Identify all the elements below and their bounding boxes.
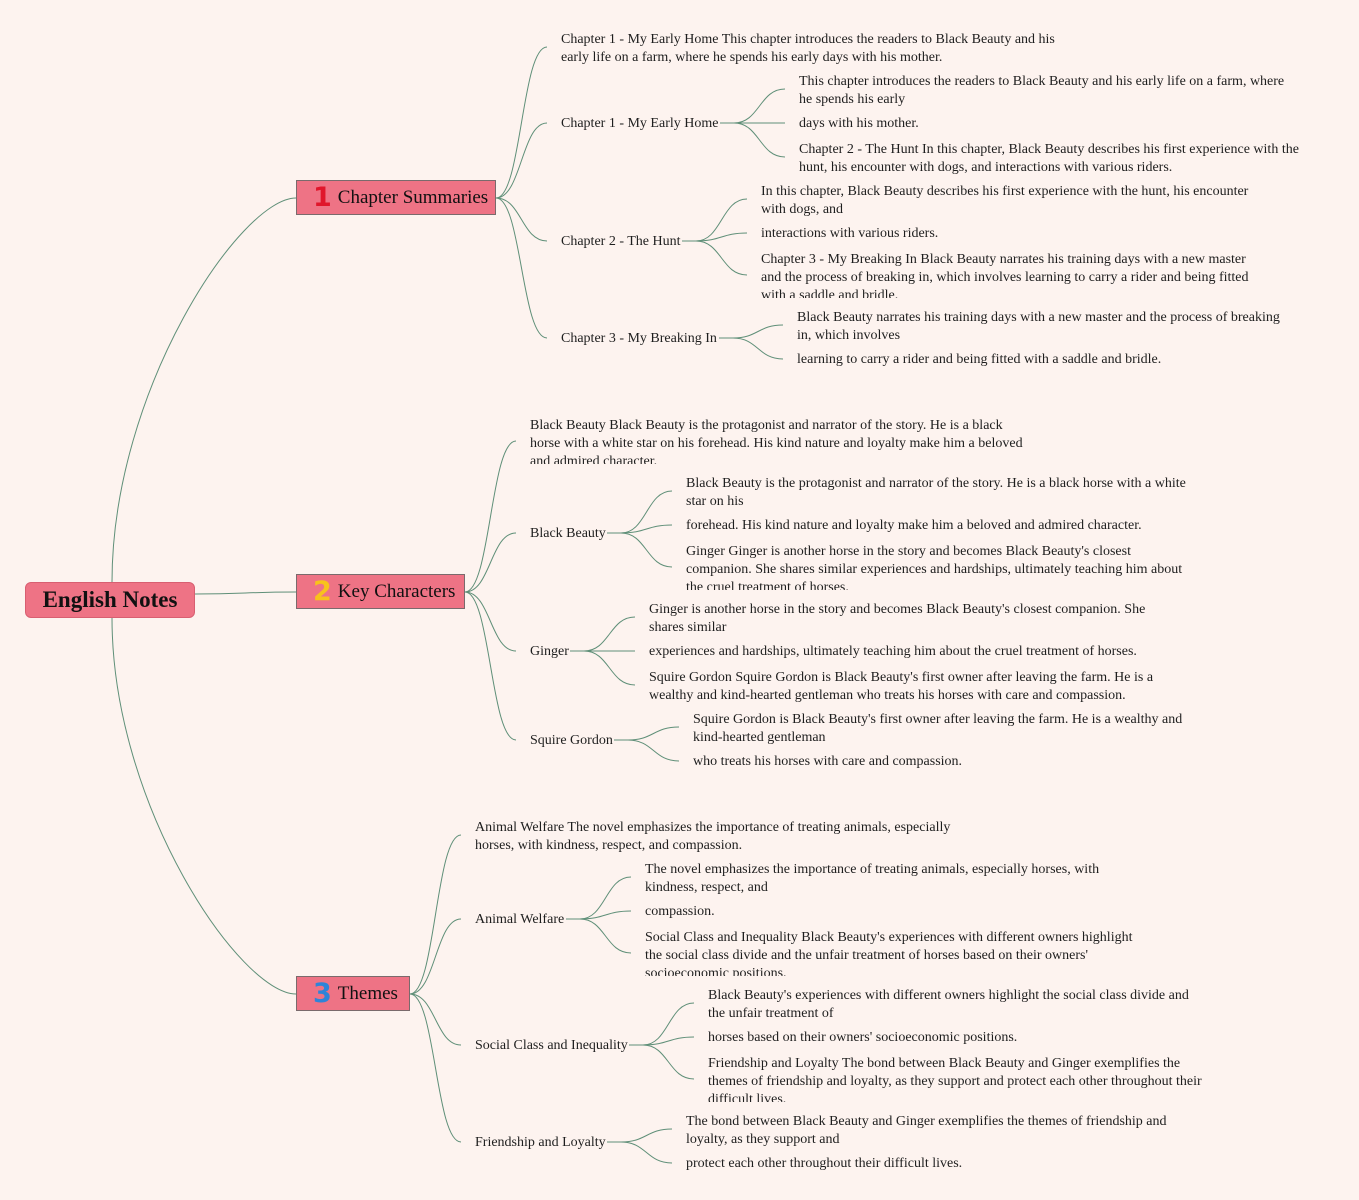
subtopic-chapter-1[interactable]: Chapter 1 - My Early Home bbox=[561, 116, 719, 131]
topic-chapter-summaries[interactable]: 1 Chapter Summaries bbox=[296, 180, 496, 215]
topic-link bbox=[464, 440, 517, 593]
leaf-link bbox=[732, 337, 784, 360]
topic-label: Chapter Summaries bbox=[337, 186, 489, 208]
topic-link bbox=[409, 993, 462, 1143]
leaf-link bbox=[695, 232, 748, 242]
leaf-text[interactable]: Chapter 2 - The Hunt In this chapter, Bl… bbox=[799, 142, 1299, 174]
leaf-text[interactable]: The novel emphasizes the importance of t… bbox=[645, 862, 1100, 894]
leaf-link bbox=[627, 726, 680, 741]
topic-label: Themes bbox=[337, 982, 398, 1004]
topic-key-characters[interactable]: 2 Key Characters bbox=[296, 574, 465, 609]
leaf-text[interactable]: Squire Gordon is Black Beauty's first ow… bbox=[693, 712, 1183, 744]
leaf-text[interactable]: Ginger is another horse in the story and… bbox=[649, 602, 1146, 634]
leaf-link bbox=[733, 88, 786, 124]
subtopic-friendship[interactable]: Friendship and Loyalty bbox=[475, 1135, 606, 1150]
subtopic-social-class[interactable]: Social Class and Inequality bbox=[475, 1038, 628, 1053]
number-one-icon: 1 bbox=[313, 182, 332, 213]
leaf-link bbox=[627, 739, 680, 762]
leaf-link bbox=[642, 1044, 695, 1080]
leaf-text[interactable]: Squire Gordon Squire Gordon is Black Bea… bbox=[649, 670, 1154, 702]
topic-link bbox=[495, 197, 548, 242]
root-node[interactable]: English Notes bbox=[25, 582, 195, 618]
leaf-text[interactable]: compassion. bbox=[645, 904, 715, 919]
leaf-link bbox=[695, 240, 748, 276]
leaf-link bbox=[579, 876, 632, 920]
topic-link bbox=[495, 122, 548, 199]
topic-link bbox=[495, 197, 548, 339]
leaf-link bbox=[642, 1036, 695, 1046]
leaf-link bbox=[732, 324, 784, 339]
topic-link bbox=[409, 834, 462, 995]
root-link bbox=[111, 197, 297, 583]
leaf-link bbox=[620, 490, 673, 534]
leaf-text[interactable]: Black Beauty's experiences with differen… bbox=[708, 988, 1189, 1020]
leaf-text[interactable]: Friendship and Loyalty The bond between … bbox=[708, 1056, 1202, 1102]
number-three-icon: 3 bbox=[313, 978, 332, 1009]
topic-link bbox=[464, 532, 517, 593]
root-link bbox=[111, 617, 297, 995]
leaf-link bbox=[579, 910, 632, 920]
subtopic-squire-gordon[interactable]: Squire Gordon bbox=[530, 733, 613, 748]
topic-link bbox=[495, 46, 548, 199]
subtopic-ginger[interactable]: Ginger bbox=[530, 644, 569, 659]
number-two-icon: 2 bbox=[313, 576, 332, 607]
topic-link bbox=[464, 591, 517, 741]
leaf-link bbox=[695, 198, 748, 242]
leaf-text[interactable]: This chapter introduces the readers to B… bbox=[799, 74, 1285, 106]
leaf-text[interactable]: learning to carry a rider and being fitt… bbox=[797, 352, 1162, 367]
root-link bbox=[194, 591, 297, 595]
leaf-link bbox=[642, 1002, 695, 1046]
leaf-text[interactable]: days with his mother. bbox=[799, 116, 919, 131]
leaf-link bbox=[620, 532, 673, 568]
leaf-link bbox=[620, 1128, 673, 1143]
leaf-text[interactable]: Black Beauty narrates his training days … bbox=[797, 310, 1280, 342]
leaf-text[interactable]: forehead. His kind nature and loyalty ma… bbox=[686, 518, 1142, 533]
intro-text[interactable]: Black Beauty Black Beauty is the protago… bbox=[530, 418, 1023, 464]
subtopic-animal-welfare[interactable]: Animal Welfare bbox=[475, 912, 565, 927]
subtopic-chapter-3[interactable]: Chapter 3 - My Breaking In bbox=[561, 331, 717, 346]
leaf-text[interactable]: Social Class and Inequality Black Beauty… bbox=[645, 930, 1133, 976]
leaf-link bbox=[579, 918, 632, 954]
leaf-text[interactable]: horses based on their owners' socioecono… bbox=[708, 1030, 1018, 1045]
leaf-link bbox=[583, 650, 636, 686]
leaf-link bbox=[733, 122, 786, 158]
leaf-text[interactable]: experiences and hardships, ultimately te… bbox=[649, 644, 1137, 659]
leaf-text[interactable]: Ginger Ginger is another horse in the st… bbox=[686, 544, 1183, 590]
leaf-text[interactable]: In this chapter, Black Beauty describes … bbox=[761, 184, 1249, 216]
leaf-link bbox=[620, 1141, 673, 1164]
topic-themes[interactable]: 3 Themes bbox=[296, 976, 410, 1011]
topic-link bbox=[409, 993, 462, 1046]
leaf-text[interactable]: protect each other throughout their diff… bbox=[686, 1156, 963, 1171]
topic-link bbox=[464, 591, 517, 652]
leaf-text[interactable]: who treats his horses with care and comp… bbox=[693, 754, 963, 769]
intro-text[interactable]: Chapter 1 - My Early Home This chapter i… bbox=[561, 32, 1055, 64]
leaf-text[interactable]: interactions with various riders. bbox=[761, 226, 939, 241]
leaf-text[interactable]: The bond between Black Beauty and Ginger… bbox=[686, 1114, 1167, 1146]
leaf-link bbox=[583, 616, 636, 652]
leaf-text[interactable]: Black Beauty is the protagonist and narr… bbox=[686, 476, 1186, 508]
subtopic-chapter-2[interactable]: Chapter 2 - The Hunt bbox=[561, 234, 681, 249]
leaf-text[interactable]: Chapter 3 - My Breaking In Black Beauty … bbox=[761, 252, 1249, 298]
topic-label: Key Characters bbox=[337, 580, 456, 602]
subtopic-black-beauty[interactable]: Black Beauty bbox=[530, 526, 606, 541]
leaf-link bbox=[620, 524, 673, 534]
topic-link bbox=[409, 918, 462, 995]
intro-text[interactable]: Animal Welfare The novel emphasizes the … bbox=[475, 820, 951, 852]
